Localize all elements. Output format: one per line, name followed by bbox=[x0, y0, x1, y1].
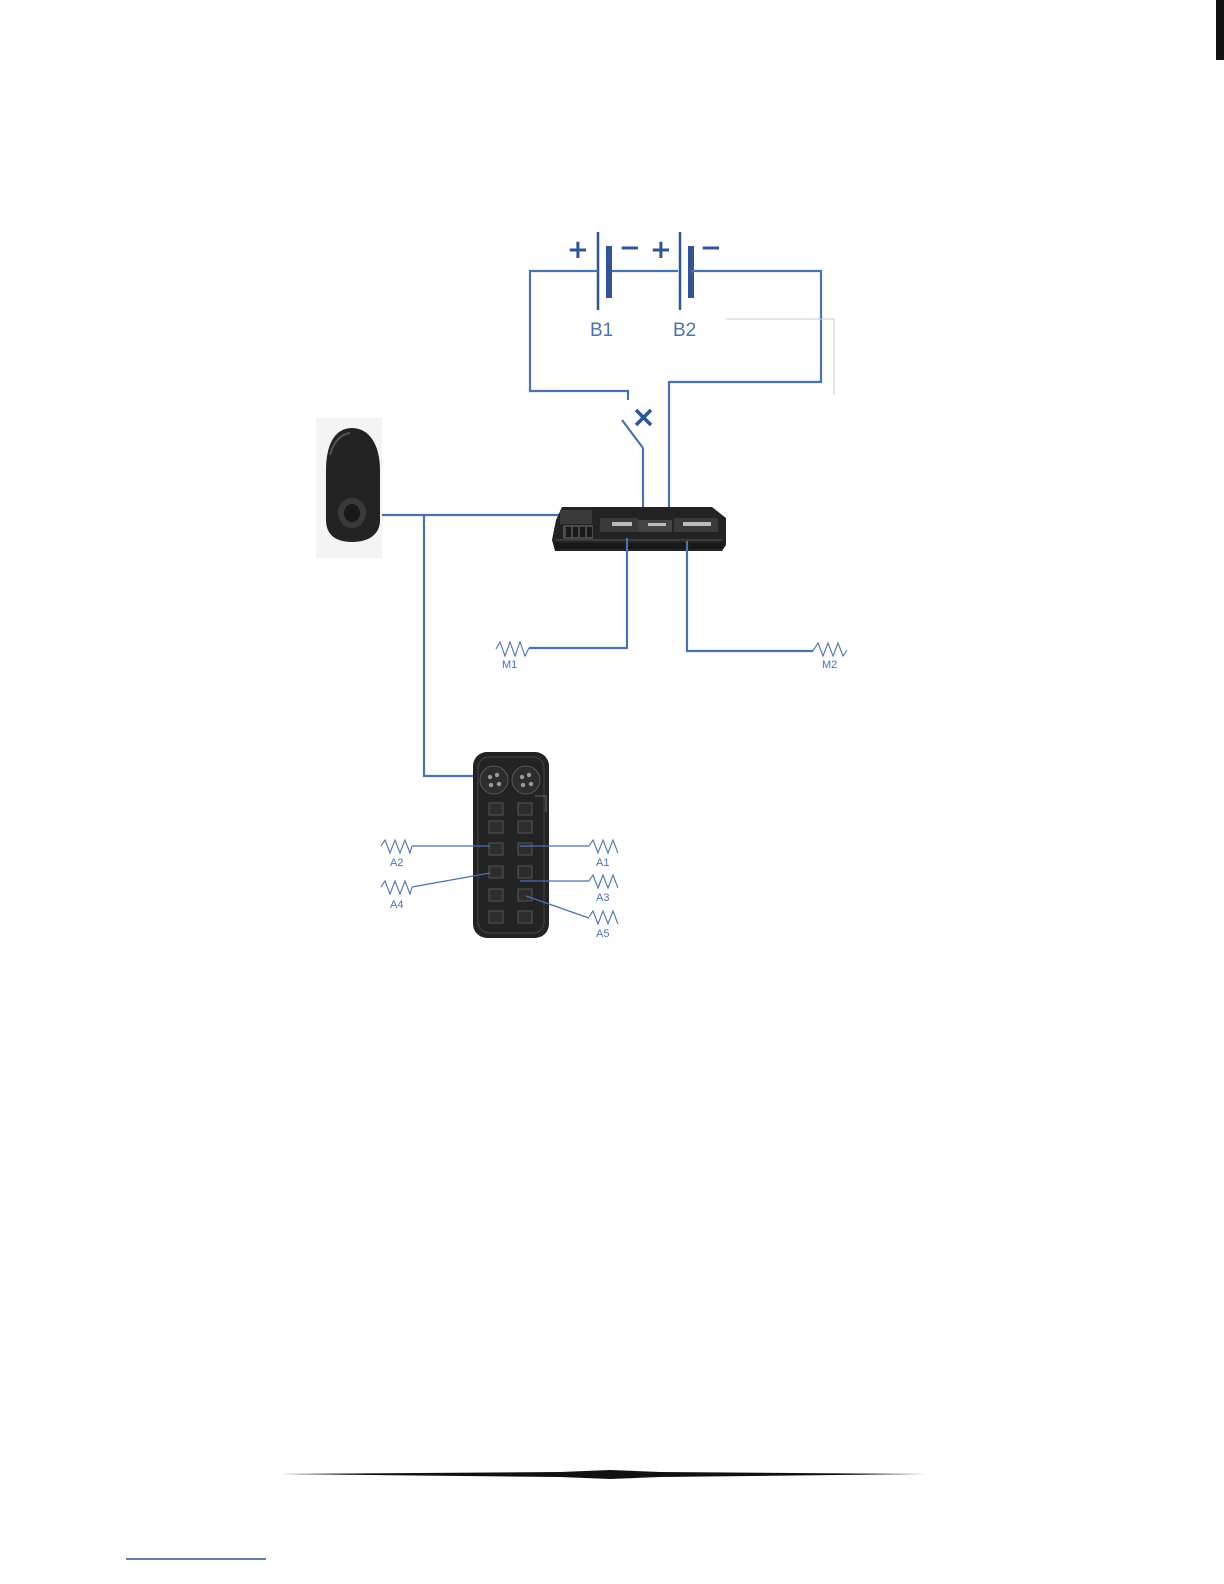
actuator-a4-label: A4 bbox=[390, 899, 403, 911]
actuator-a1-symbol bbox=[589, 840, 618, 853]
open-switch-icon bbox=[622, 410, 651, 472]
motor-m2-label: M2 bbox=[822, 659, 837, 671]
page-footer-rule bbox=[280, 1470, 926, 1479]
motor-m2-symbol bbox=[813, 643, 847, 656]
b1-plus-sign: + bbox=[567, 235, 589, 265]
motor-m2-wire bbox=[687, 541, 813, 651]
actuator-a2-symbol bbox=[381, 840, 412, 853]
joystick-remote-icon bbox=[316, 418, 382, 558]
actuator-a3-symbol bbox=[589, 875, 618, 888]
motor-m1-symbol bbox=[496, 642, 529, 656]
power-module-icon bbox=[552, 507, 726, 551]
b2-minus-sign: − bbox=[700, 233, 722, 263]
actuator-bus-wire bbox=[424, 515, 476, 776]
page-edge-mark bbox=[1216, 0, 1224, 60]
actuator-a1-label: A1 bbox=[596, 857, 609, 869]
actuator-a2-label: A2 bbox=[390, 857, 403, 869]
actuator-a3-label: A3 bbox=[596, 892, 609, 904]
actuator-a4-symbol bbox=[381, 881, 412, 894]
motor-m1-wire bbox=[529, 538, 627, 648]
guide-line bbox=[726, 319, 834, 395]
battery-b1-label: B1 bbox=[590, 320, 613, 341]
battery-pack: + − + − B1 B2 bbox=[563, 232, 726, 341]
actuator-a5-symbol bbox=[589, 911, 618, 924]
actuator-a5-label: A5 bbox=[596, 928, 609, 940]
battery-b2-label: B2 bbox=[673, 320, 696, 341]
b1-minus-sign: − bbox=[619, 233, 641, 263]
motor-m1-label: M1 bbox=[502, 659, 517, 671]
b2-plus-sign: + bbox=[650, 235, 672, 265]
battery-positive-wire bbox=[530, 271, 628, 400]
battery-negative-wire bbox=[669, 271, 821, 520]
actuator-module-icon bbox=[473, 752, 549, 938]
